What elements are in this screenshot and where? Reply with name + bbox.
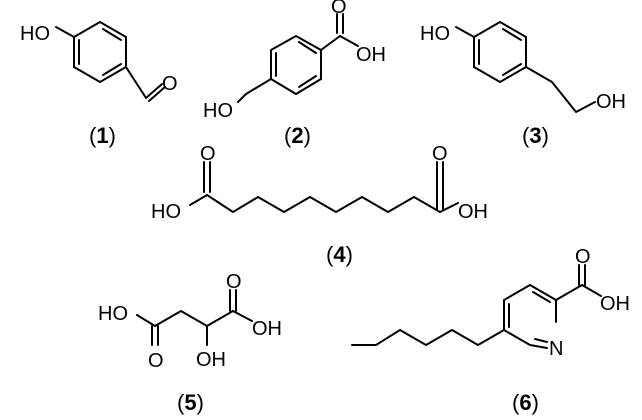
compound-3-phenol-hydroxyl-label: HO xyxy=(420,23,450,45)
compound-2-caption: (2) xyxy=(284,123,311,148)
compound-5-caption: (5) xyxy=(177,390,204,415)
compound-4-structure: O O HO OH (4) xyxy=(151,143,488,267)
compound-5-number: 5 xyxy=(184,390,196,415)
compound-2-carbonyl-oxygen-label: O xyxy=(331,0,347,18)
compound-6-caption: (6) xyxy=(512,390,539,415)
compound-1-hydroxyl-label: HO xyxy=(20,23,50,45)
compound-6-pyridine-nitrogen-label: N xyxy=(549,338,563,360)
compound-2-acid-hydroxyl-label: OH xyxy=(356,44,386,66)
compound-6-structure: O OH N (6) xyxy=(351,246,630,415)
compound-4-number: 4 xyxy=(333,242,346,267)
compound-6-number: 6 xyxy=(519,390,531,415)
compound-2-bonds xyxy=(237,13,359,103)
compound-3-alcohol-hydroxyl-label: OH xyxy=(596,91,626,113)
compound-5-bonds xyxy=(136,289,253,346)
compound-1-aldehyde-oxygen-label: O xyxy=(162,73,178,95)
compound-5-alpha-hydroxyl-label: OH xyxy=(196,349,226,371)
compound-1-caption: (1) xyxy=(89,123,116,148)
compound-4-caption: (4) xyxy=(326,242,353,267)
compound-5-left-hydroxyl-label: HO xyxy=(98,303,128,325)
compound-4-left-hydroxyl-label: HO xyxy=(151,201,181,223)
compound-2-phenol-hydroxyl-label: HO xyxy=(203,100,233,122)
compound-3-caption: (3) xyxy=(522,123,549,148)
compound-6-bonds xyxy=(351,264,602,349)
compound-4-left-carbonyl-oxygen-label: O xyxy=(200,143,216,165)
compound-6-carbonyl-oxygen-label: O xyxy=(575,246,591,268)
compound-1-bonds xyxy=(55,21,166,102)
compound-5-right-carbonyl-oxygen-label: O xyxy=(226,271,242,293)
compound-1-number: 1 xyxy=(96,123,108,148)
compound-3-structure: HO OH (3) xyxy=(420,21,626,148)
compound-4-right-hydroxyl-label: OH xyxy=(458,201,488,223)
compound-3-number: 3 xyxy=(529,123,541,148)
compound-3-bonds xyxy=(455,21,596,113)
compound-1-structure: HO O (1) xyxy=(20,21,178,148)
compound-4-right-carbonyl-oxygen-label: O xyxy=(432,143,448,165)
compound-2-structure: O OH HO (2) xyxy=(203,0,386,148)
compound-5-structure: HO O O OH OH (5) xyxy=(98,271,282,415)
compound-4-bonds xyxy=(189,161,459,213)
compound-2-number: 2 xyxy=(291,123,303,148)
compound-6-hydroxyl-label: OH xyxy=(600,293,630,315)
compound-5-right-hydroxyl-label: OH xyxy=(252,318,282,340)
compound-5-left-carbonyl-oxygen-label: O xyxy=(148,350,164,372)
